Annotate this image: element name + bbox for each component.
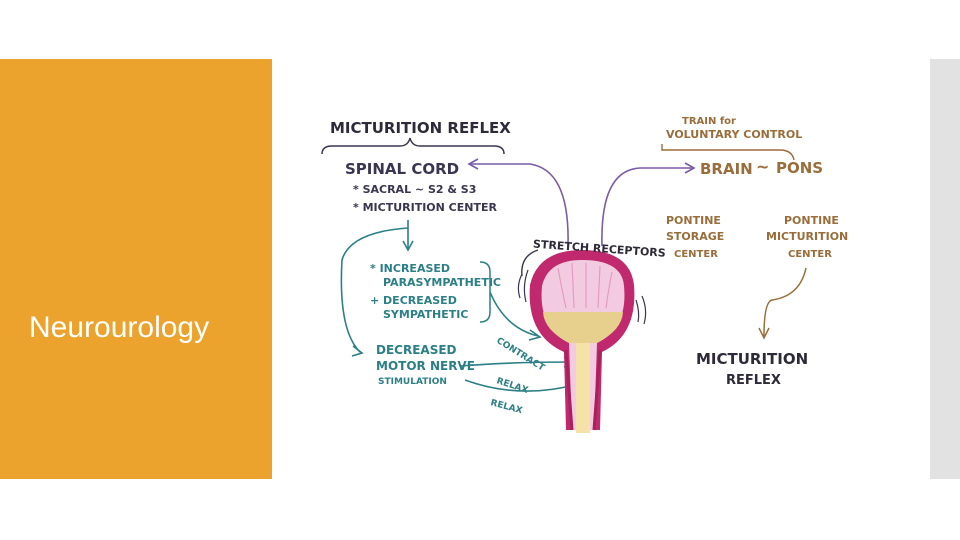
decreased-motor-label: DECREASED — [376, 343, 457, 357]
parasympathetic-label: PARASYMPATHETIC — [383, 276, 501, 289]
pontine-storage-1: PONTINE — [666, 214, 721, 227]
efferent-down-arrowhead — [402, 240, 414, 252]
bladder-rugae — [557, 262, 613, 309]
brain-arrowhead — [684, 162, 696, 174]
train-for-label: TRAIN for — [682, 116, 736, 127]
increased-label: * INCREASED — [370, 262, 450, 275]
stimulation-label: STIMULATION — [378, 377, 447, 387]
voluntary-control-label: VOLUNTARY CONTROL — [666, 128, 802, 141]
micturition-reflex-header: MICTURITION REFLEX — [330, 119, 511, 137]
spinal-cord-label: SPINAL CORD — [345, 160, 459, 178]
brain-arrow — [601, 167, 692, 247]
slide-title: Neurourology — [29, 311, 210, 344]
relax-arrow-1 — [459, 361, 573, 367]
afferent-arrowhead — [467, 158, 479, 170]
pons-label: PONS — [776, 159, 823, 177]
voluntary-brace — [661, 144, 795, 161]
stretch-lines-left — [517, 269, 529, 303]
autonomic-bracket — [479, 261, 491, 323]
pontine-storage-2: STORAGE — [666, 230, 724, 243]
contract-arrow — [489, 291, 539, 337]
sympathetic-label: SYMPATHETIC — [383, 308, 468, 321]
pontine-micturition-3: CENTER — [788, 249, 832, 260]
efferent-left-arrowhead — [351, 345, 364, 357]
sphincter-right — [592, 349, 602, 431]
title-panel: Neurourology — [0, 59, 272, 479]
micturition-reflex-bottom-2: REFLEX — [726, 373, 781, 388]
header-brace — [321, 137, 505, 155]
urethra — [576, 343, 590, 433]
contract-label: CONTRACT — [494, 336, 546, 374]
sphincter-left — [564, 349, 574, 431]
decreased-label: + DECREASED — [370, 294, 457, 307]
stretch-receptor-bracket — [521, 249, 539, 277]
relax-label-1: RELAX — [495, 376, 529, 396]
pmc-descending-arrowhead — [758, 327, 770, 340]
micturition-center-label: * MICTURITION CENTER — [353, 201, 497, 214]
sacral-label: * SACRAL ~ S2 & S3 — [353, 183, 476, 196]
pmc-descending-arrow — [763, 267, 807, 337]
contract-arrowhead — [528, 329, 542, 341]
pontine-storage-3: CENTER — [674, 249, 718, 260]
slide-edge-bar — [930, 59, 960, 479]
afferent-arrow — [470, 163, 569, 247]
motor-nerve-label: MOTOR NERVE — [376, 359, 475, 373]
pontine-micturition-2: MICTURITION — [766, 230, 848, 243]
pontine-micturition-1: PONTINE — [784, 214, 839, 227]
efferent-left-loop — [340, 227, 409, 353]
brain-label: BRAIN — [700, 160, 753, 178]
bladder-urine — [543, 312, 623, 343]
stretch-lines-right — [635, 295, 647, 325]
relax-label-2: RELAX — [489, 398, 523, 416]
micturition-reflex-diagram: MICTURITION REFLEX SPINAL CORD * SACRAL … — [321, 116, 848, 433]
micturition-reflex-bottom-1: MICTURITION — [696, 350, 808, 368]
brain-pons-tilde: ~ — [756, 157, 769, 176]
